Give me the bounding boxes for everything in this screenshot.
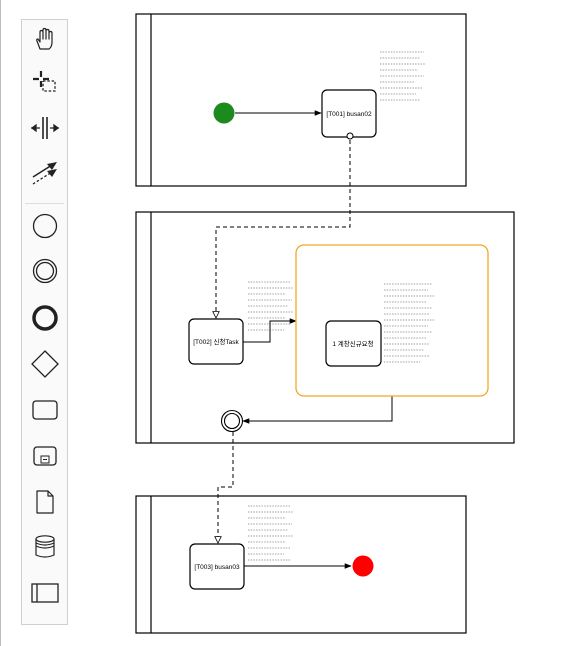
lasso-tool[interactable] <box>22 63 67 103</box>
task-t003[interactable]: [T003] busan03 <box>189 543 245 590</box>
create-subprocess[interactable] <box>22 436 67 476</box>
create-task[interactable] <box>22 390 67 430</box>
intermediate-event[interactable] <box>220 409 244 433</box>
start-event[interactable] <box>213 102 235 124</box>
start-event-icon <box>32 213 57 239</box>
annotation-block-3 <box>384 283 434 363</box>
task-icon <box>31 400 58 420</box>
lasso-icon <box>32 71 56 92</box>
canvas-left-border <box>0 0 1 646</box>
task-subprocess-inner-label: 1 계창신규요청 <box>332 339 373 348</box>
create-pool[interactable] <box>22 573 67 613</box>
space-icon <box>30 117 59 139</box>
create-end-event[interactable] <box>22 298 67 338</box>
data-object-icon <box>35 490 54 514</box>
data-store-icon <box>34 535 55 558</box>
end-event[interactable] <box>352 555 374 577</box>
expanded-subprocess[interactable] <box>295 244 489 397</box>
task-t001[interactable]: [T001] busan02 <box>321 89 377 138</box>
intermediate-event-icon <box>32 258 57 284</box>
task-subprocess-inner[interactable]: 1 계창신규요청 <box>325 320 382 367</box>
hand-icon <box>35 27 53 50</box>
annotation-block-2 <box>248 281 294 331</box>
task-t002[interactable]: [T002] 신청Task <box>188 318 244 365</box>
annotation-block-1 <box>380 51 426 101</box>
space-tool[interactable] <box>22 108 67 148</box>
hand-tool[interactable] <box>22 20 67 60</box>
task-t001-label: [T001] busan02 <box>326 111 372 118</box>
create-data-object[interactable] <box>22 482 67 522</box>
connect-arrow-icon <box>32 162 57 185</box>
flow-t002-to-subprocess[interactable] <box>243 318 297 343</box>
annotation-block-4 <box>248 505 294 561</box>
message-flow-t001-to-t002[interactable] <box>216 140 351 318</box>
message-flow-event-to-t003[interactable] <box>218 432 234 543</box>
task-t002-label: [T002] 신청Task <box>193 337 239 346</box>
create-data-store[interactable] <box>22 527 67 567</box>
create-gateway[interactable] <box>22 344 67 384</box>
create-intermediate-event[interactable] <box>22 251 67 291</box>
message-flow-source-marker <box>346 132 354 140</box>
flow-subprocess-to-event[interactable] <box>242 396 393 424</box>
palette-separator <box>25 203 64 204</box>
pool-3[interactable] <box>135 495 467 634</box>
global-connect-tool[interactable] <box>22 153 67 193</box>
pool-icon <box>30 583 59 603</box>
end-event-icon <box>31 305 58 331</box>
tool-palette <box>21 19 68 625</box>
task-t003-label: [T003] busan03 <box>194 564 240 571</box>
create-start-event[interactable] <box>22 206 67 246</box>
subprocess-icon <box>32 446 57 466</box>
gateway-icon <box>30 350 59 378</box>
